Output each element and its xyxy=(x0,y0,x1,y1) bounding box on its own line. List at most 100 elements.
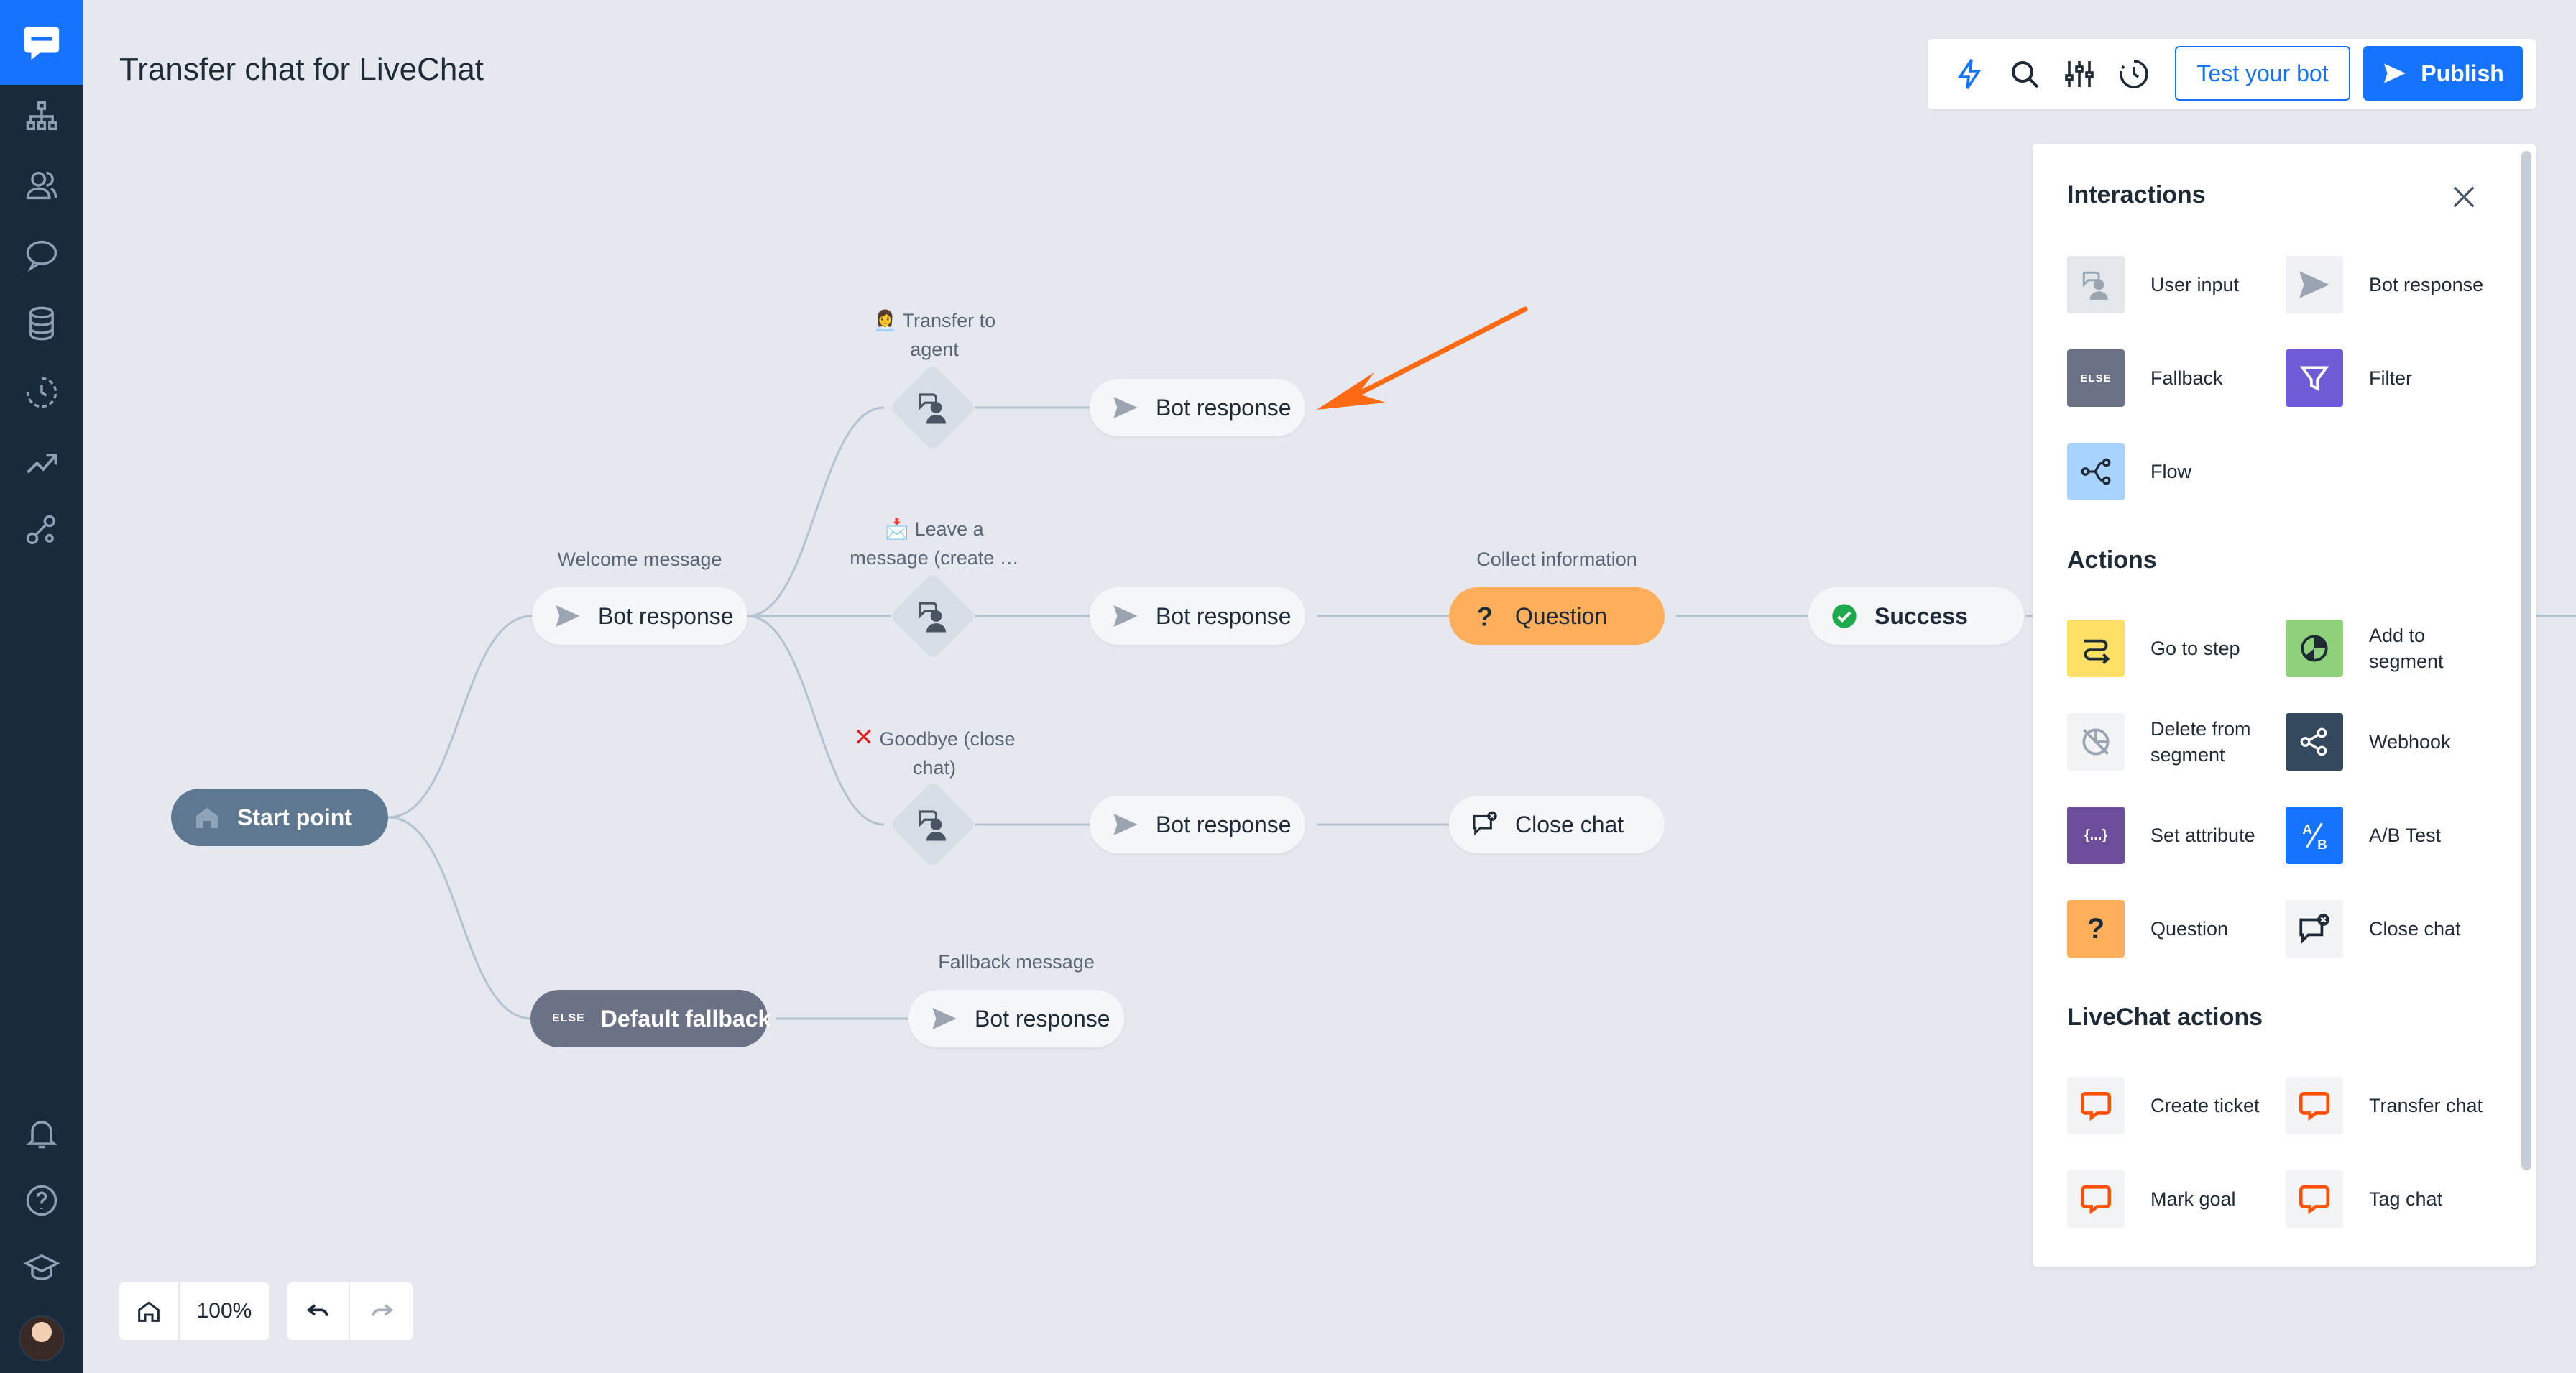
tag-chat-item[interactable]: Tag chat xyxy=(2286,1169,2494,1229)
webhook-item[interactable]: Webhook xyxy=(2286,712,2494,772)
red-x-icon: ✕ xyxy=(853,724,874,751)
transfer-bot-response-node[interactable]: Bot response xyxy=(1090,379,1305,436)
mailbox-emoji-icon: 📩 xyxy=(885,518,909,540)
close-chat-item[interactable]: Close chat xyxy=(2286,899,2494,959)
lightning-icon[interactable] xyxy=(1951,55,1990,93)
goodbye-bot-response-node[interactable]: Bot response xyxy=(1090,796,1305,853)
leave-message-label: 📩 Leave a message (create … xyxy=(841,515,1028,572)
fallback-icon: ELSE xyxy=(2067,349,2125,407)
svg-text:?: ? xyxy=(1477,602,1493,630)
item-label: Webhook xyxy=(2369,731,2451,753)
send-icon xyxy=(556,605,580,627)
node-label: Close chat xyxy=(1515,811,1624,837)
svg-text:B: B xyxy=(2317,837,2327,852)
chat-bubble-icon[interactable] xyxy=(20,233,63,276)
check-circle-icon xyxy=(1832,604,1857,628)
database-icon[interactable] xyxy=(20,302,63,345)
undo-button[interactable] xyxy=(288,1282,350,1340)
interactions-title: Interactions xyxy=(2067,181,2206,208)
send-icon xyxy=(1113,397,1138,418)
node-label: Question xyxy=(1515,602,1608,629)
go-to-step-item[interactable]: Go to step xyxy=(2067,618,2276,679)
sliders-icon[interactable] xyxy=(2060,55,2099,93)
item-label: Fallback xyxy=(2150,367,2223,389)
close-panel-button[interactable] xyxy=(2447,180,2481,214)
delete-from-segment-item[interactable]: Delete from segment xyxy=(2067,712,2276,772)
node-label: Bot response xyxy=(1156,602,1292,629)
bell-icon[interactable] xyxy=(20,1111,63,1154)
item-label: Tag chat xyxy=(2369,1188,2443,1210)
home-icon xyxy=(196,807,218,828)
item-label: Create ticket xyxy=(2150,1095,2260,1116)
item-label: Close chat xyxy=(2369,918,2461,940)
home-icon xyxy=(138,1301,160,1322)
question-node[interactable]: ? Question xyxy=(1449,587,1665,645)
fit-home-button[interactable] xyxy=(119,1282,180,1340)
flow-item[interactable]: Flow xyxy=(2067,441,2276,502)
user-input-diamond[interactable] xyxy=(889,781,977,868)
success-node[interactable]: Success xyxy=(1808,587,2024,645)
node-label: Bot response xyxy=(1156,811,1292,837)
integrations-icon[interactable] xyxy=(20,509,63,552)
mark-goal-item[interactable]: Mark goal xyxy=(2067,1169,2276,1229)
zoom-level: 100% xyxy=(196,1299,252,1323)
bot-response-item[interactable]: Bot response xyxy=(2286,254,2494,315)
start-point-node[interactable]: Start point xyxy=(171,789,388,846)
user-avatar[interactable] xyxy=(19,1315,65,1361)
node-label: Bot response xyxy=(1156,394,1292,421)
publish-button[interactable]: Publish xyxy=(2363,46,2523,101)
add-to-segment-item[interactable]: Add to segment xyxy=(2286,618,2494,679)
user-input-item[interactable]: User input xyxy=(2067,254,2276,315)
leave-bot-response-node[interactable]: Bot response xyxy=(1090,587,1305,645)
annotation-arrow xyxy=(1317,306,1528,410)
trend-icon[interactable] xyxy=(20,440,63,483)
user-input-diamond[interactable] xyxy=(889,572,977,660)
label-line: message (create … xyxy=(850,547,1019,569)
flow-icon xyxy=(2067,443,2125,500)
search-icon[interactable] xyxy=(2005,55,2044,93)
history-icon[interactable] xyxy=(2115,55,2153,93)
welcome-bot-response-node[interactable]: Bot response xyxy=(532,587,748,645)
set-attribute-item[interactable]: {...} Set attribute xyxy=(2067,805,2276,865)
send-icon xyxy=(932,1008,957,1029)
user-input-icon xyxy=(2067,256,2125,313)
question-item[interactable]: ? Question xyxy=(2067,899,2276,959)
test-your-bot-button[interactable]: Test your bot xyxy=(2175,46,2350,101)
users-icon[interactable] xyxy=(20,164,63,207)
redo-icon xyxy=(372,1304,393,1316)
panel-scrollbar[interactable] xyxy=(2521,151,2531,1170)
help-icon[interactable] xyxy=(20,1179,63,1222)
default-fallback-node[interactable]: ELSE Default fallback xyxy=(530,990,770,1047)
node-label: Bot response xyxy=(975,1005,1110,1032)
label-line: chat) xyxy=(912,757,957,779)
actions-title: Actions xyxy=(2067,546,2157,574)
academy-icon[interactable] xyxy=(20,1246,63,1290)
create-ticket-item[interactable]: Create ticket xyxy=(2067,1075,2276,1136)
redo-button[interactable] xyxy=(350,1282,413,1340)
org-chart-icon[interactable] xyxy=(20,95,63,138)
close-chat-node[interactable]: Close chat xyxy=(1449,796,1665,853)
filter-item[interactable]: Filter xyxy=(2286,348,2494,408)
item-label: Question xyxy=(2150,918,2229,940)
item-label: Filter xyxy=(2369,367,2412,389)
transfer-chat-icon xyxy=(2286,1077,2343,1134)
clock-icon[interactable] xyxy=(20,371,63,414)
zoom-controls: 100% xyxy=(119,1282,269,1340)
user-input-diamond[interactable] xyxy=(889,364,977,451)
transfer-chat-item[interactable]: Transfer chat xyxy=(2286,1075,2494,1136)
set-attribute-icon: {...} xyxy=(2067,807,2125,864)
interactions-panel: Interactions User input Bot response ELS… xyxy=(2033,144,2536,1267)
create-ticket-icon xyxy=(2067,1077,2125,1134)
item-label: Flow xyxy=(2150,461,2192,482)
node-label: Bot response xyxy=(598,602,734,629)
bot-response-icon xyxy=(2286,256,2343,313)
question-mark-icon: ? xyxy=(1477,602,1493,630)
fallback-item[interactable]: ELSE Fallback xyxy=(2067,348,2276,408)
fallback-bot-response-node[interactable]: Bot response xyxy=(908,990,1124,1047)
sidebar xyxy=(0,0,83,1373)
livechat-logo[interactable] xyxy=(0,0,83,85)
item-label: Add to segment xyxy=(2369,625,2444,672)
add-segment-icon xyxy=(2286,620,2343,677)
label-line: Leave a xyxy=(914,518,984,540)
